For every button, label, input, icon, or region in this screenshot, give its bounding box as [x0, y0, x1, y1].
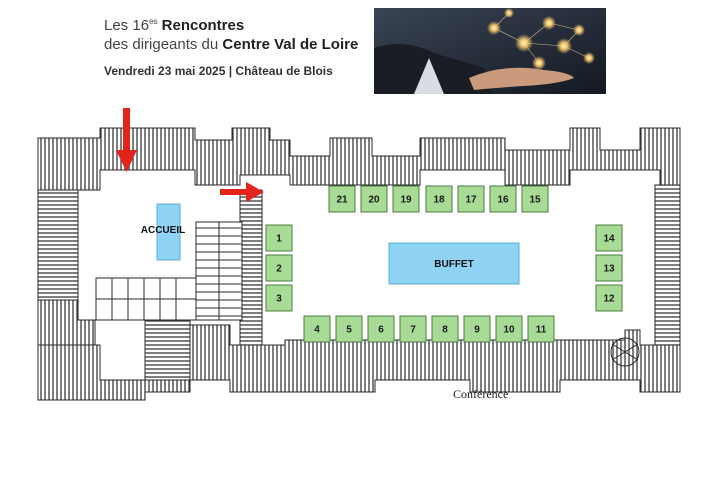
booth-number: 14: [603, 234, 615, 245]
booth-box: [489, 185, 517, 213]
booth-number: 5: [346, 325, 352, 336]
booth-20: 20: [360, 185, 388, 213]
booth-box: [265, 254, 293, 282]
booth-4: 4: [303, 315, 331, 343]
entrance-arrow-right-icon: [220, 182, 264, 202]
booth-2: 2: [265, 254, 293, 282]
accueil-label: ACCUEIL: [141, 225, 185, 236]
booth-box: [265, 284, 293, 312]
event-title-line2: des dirigeants du Centre Val de Loire: [104, 36, 359, 53]
booth-12: 12: [595, 284, 623, 312]
booth-number: 15: [529, 195, 541, 206]
booth-box: [431, 315, 459, 343]
booth-number: 6: [378, 325, 384, 336]
buffet-area: BUFFET: [388, 242, 520, 285]
booth-box: [425, 185, 453, 213]
conference-label: Conférence: [453, 387, 508, 401]
booth-number: 11: [536, 325, 547, 336]
booth-17: 17: [457, 185, 485, 213]
booth-number: 1: [276, 234, 282, 245]
booth-number: 17: [465, 195, 477, 206]
booth-16: 16: [489, 185, 517, 213]
booth-box: [392, 185, 420, 213]
spiral-staircase: [610, 337, 640, 367]
booth-box: [527, 315, 555, 343]
booth-number: 16: [497, 195, 509, 206]
booth-number: 21: [336, 195, 348, 206]
booth-14: 14: [595, 224, 623, 252]
staircase: [95, 221, 243, 381]
booth-box: [303, 315, 331, 343]
event-title: Les 16es Rencontres des dirigeants du Ce…: [104, 12, 358, 54]
booth-10: 10: [495, 315, 523, 343]
booth-box: [367, 315, 395, 343]
booth-8: 8: [431, 315, 459, 343]
booth-box: [360, 185, 388, 213]
booth-15: 15: [521, 185, 549, 213]
booth-number: 2: [276, 264, 282, 275]
booth-box: [595, 284, 623, 312]
booth-box: [595, 224, 623, 252]
booth-6: 6: [367, 315, 395, 343]
entrance-arrows: [116, 108, 264, 202]
booth-number: 3: [276, 294, 282, 305]
booth-number: 7: [410, 325, 416, 336]
booth-box: [521, 185, 549, 213]
booth-box: [328, 185, 356, 213]
booth-number: 8: [442, 325, 448, 336]
booth-1: 1: [265, 224, 293, 252]
booth-13: 13: [595, 254, 623, 282]
booth-number: 13: [603, 264, 615, 275]
booth-21: 21: [328, 185, 356, 213]
booth-number: 19: [400, 195, 412, 206]
booth-number: 10: [503, 325, 515, 336]
booth-number: 4: [314, 325, 320, 336]
businessman-hand-network-icon: [374, 8, 606, 94]
event-title-line1: Les 16es Rencontres: [104, 17, 245, 34]
booth-3: 3: [265, 284, 293, 312]
booth-box: [457, 185, 485, 213]
booth-7: 7: [399, 315, 427, 343]
accueil-area: ACCUEIL: [141, 203, 185, 261]
hero-image: [374, 8, 606, 94]
booth-box: [265, 224, 293, 252]
event-date-location: Vendredi 23 mai 2025 | Château de Blois: [104, 64, 333, 78]
booth-9: 9: [463, 315, 491, 343]
entrance-arrow-down-icon: [116, 108, 137, 172]
booth-5: 5: [335, 315, 363, 343]
booth-box: [463, 315, 491, 343]
booth-number: 20: [368, 195, 380, 206]
booth-number: 18: [433, 195, 445, 206]
booth-box: [595, 254, 623, 282]
booth-box: [399, 315, 427, 343]
booth-18: 18: [425, 185, 453, 213]
buffet-label: BUFFET: [434, 259, 473, 270]
booth-number: 12: [603, 294, 615, 305]
booth-19: 19: [392, 185, 420, 213]
booth-box: [495, 315, 523, 343]
booth-box: [335, 315, 363, 343]
booth-11: 11: [527, 315, 555, 343]
booth-number: 9: [474, 325, 480, 336]
plan-walls: [37, 127, 681, 401]
